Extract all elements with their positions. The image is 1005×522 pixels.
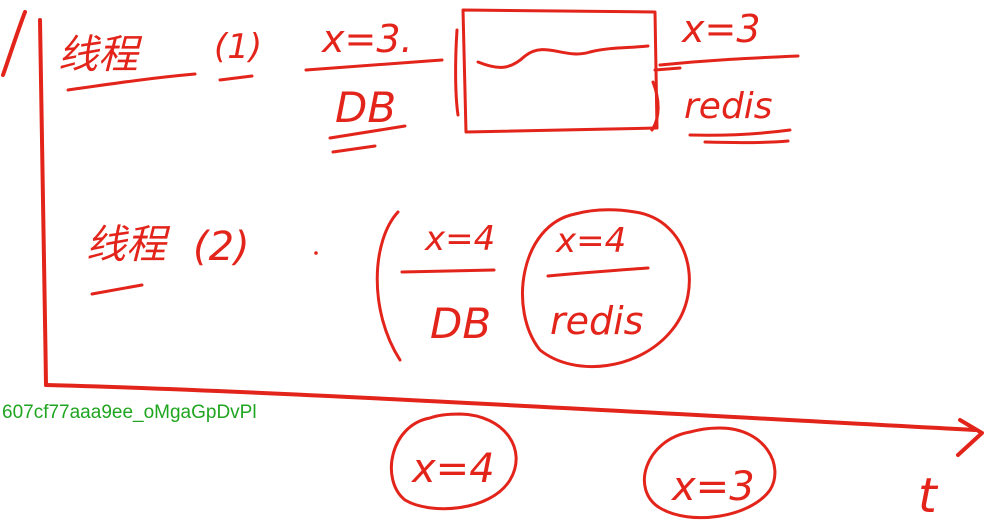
thread-2-redis-value: x=4 [555, 221, 626, 261]
thread-2-label-underline [90, 283, 144, 296]
timeline-values: x=4 x=3 [389, 412, 777, 520]
timeline-right-circle [642, 426, 777, 520]
thread-2-left-bracket [375, 210, 402, 362]
thread-1-number-underline [218, 74, 254, 82]
thread-1-db-fraction-bar [304, 58, 444, 72]
thread-1-row: 线程 (1) x=3. DB x=3 redis [58, 7, 800, 154]
thread-1-box-right-bracket [650, 80, 660, 132]
thread-2-redis-label: redis [550, 299, 643, 343]
timeline-left-circle [389, 412, 518, 511]
thread-1-box [461, 8, 659, 134]
timeline-right-value: x=3 [670, 464, 755, 510]
thread-1-redis-underline-2 [703, 139, 790, 145]
thread-2-redis-fraction-bar [546, 266, 650, 278]
thread-1-label-underline [66, 72, 197, 92]
y-axis-line [1, 10, 27, 77]
thread-1-db-underline-1 [328, 124, 407, 140]
thread-1-box-squiggle [476, 44, 650, 69]
watermark-id: 607cf77aaa9ee_oMgaGpDvPl [2, 402, 257, 423]
thread-1-redis-label: redis [684, 86, 773, 127]
thread-1-redis-underline-1 [688, 128, 792, 137]
thread-1-box-left-bracket [454, 28, 460, 117]
thread-2-db-fraction-bar [400, 268, 496, 274]
timeline-left-value: x=4 [410, 446, 495, 492]
thread-2-db-value: x=4 [424, 219, 495, 259]
time-axis-label: t [918, 468, 939, 522]
thread-1-db-value: x=3. [321, 17, 413, 61]
thread-2-number: (2) [193, 224, 250, 270]
thread-2-label: 线程 [86, 222, 171, 268]
thread-1-number: (1) [214, 27, 262, 67]
thread-1-box-connector [653, 66, 682, 72]
thread-1-db-underline-2 [331, 144, 377, 154]
thread-1-redis-fraction-bar [658, 54, 800, 67]
thread-2-dot [314, 251, 318, 255]
y-axis-stem [38, 18, 48, 387]
x-axis-line [44, 383, 977, 432]
thread-1-label: 线程 [58, 32, 143, 78]
x-axis-arrowhead [956, 418, 984, 457]
thread-2-row: 线程 (2) x=4 DB x=4 redis [86, 208, 691, 369]
thread-2-redis-circle [521, 208, 691, 369]
thread-2-db-label: DB [430, 299, 491, 348]
thread-1-redis-value: x=3 [681, 7, 761, 51]
thread-1-db-label: DB [335, 83, 396, 132]
axes: t [1, 10, 984, 522]
